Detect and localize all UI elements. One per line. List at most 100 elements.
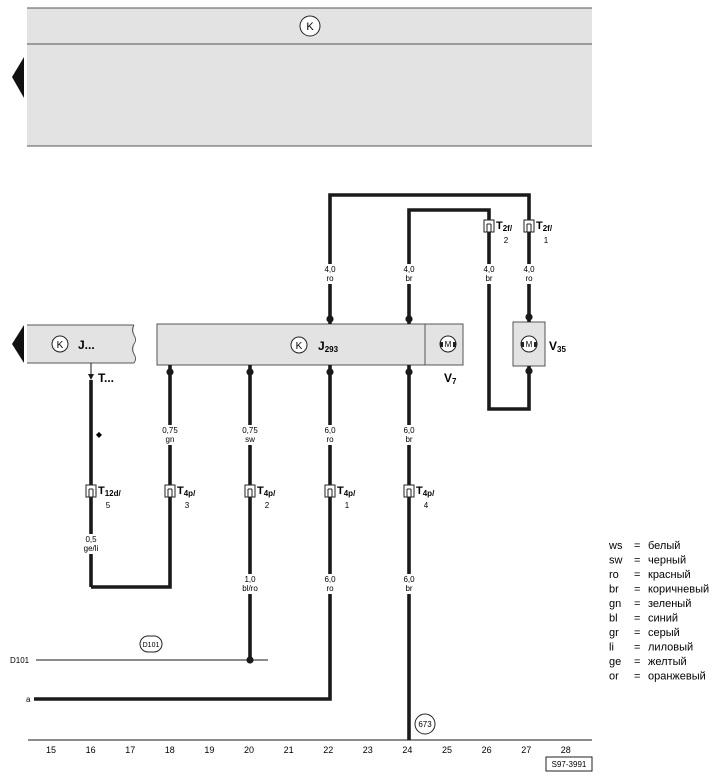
wire-color-label: bl/ro [242, 584, 258, 593]
legend-color-name: белый [648, 540, 680, 552]
legend-eq: = [634, 642, 640, 654]
motor-v7-sub: 7 [452, 377, 457, 386]
connector-6: T4p/1 [324, 484, 356, 510]
left-unit-arrow-icon [12, 325, 24, 363]
axis-number: 21 [284, 745, 294, 755]
wire-color-label: br [405, 584, 412, 593]
motor-v35-symbol: M [526, 340, 533, 349]
axis-number: 23 [363, 745, 373, 755]
d101-line-label: D101 [10, 656, 30, 665]
legend-color-name: коричневый [648, 584, 709, 596]
legend-color-name: оранжевый [648, 671, 706, 683]
wire-color-label: br [485, 274, 492, 283]
connector-pin: 5 [106, 501, 111, 510]
connector-pin: 4 [424, 501, 429, 510]
axis-number: 19 [204, 745, 214, 755]
legend-eq: = [634, 598, 640, 610]
axis-number: 18 [165, 745, 175, 755]
wire-size-label: 0,75 [162, 426, 178, 435]
connector-name: T [98, 485, 105, 497]
svg-text:J293: J293 [318, 339, 339, 354]
connector-2: T2f/1 [523, 219, 553, 245]
connector-name: T [536, 220, 543, 232]
header-symbol: K [306, 21, 314, 33]
wire-color-label: br [405, 274, 412, 283]
legend-eq: = [634, 555, 640, 567]
svg-text:T4p/: T4p/ [337, 485, 356, 498]
axis-number: 24 [402, 745, 412, 755]
connector-sub: 4p/ [344, 489, 356, 498]
connector-1: T2f/2 [483, 219, 513, 245]
wire-size-label: 6,0 [324, 426, 336, 435]
legend-color-name: желтый [648, 656, 687, 668]
wire-color-label: ro [326, 274, 334, 283]
wire-size-label: 1,0 [244, 575, 256, 584]
arrow-down-icon [88, 374, 94, 380]
axis-number: 25 [442, 745, 452, 755]
connector-sub: 4p/ [423, 489, 435, 498]
connector-name: T [257, 485, 264, 497]
wire-color-label: gn [166, 435, 175, 444]
legend-code: gn [609, 598, 621, 610]
legend-color-name: серый [648, 627, 680, 639]
legend-color-name: зеленый [648, 598, 691, 610]
axis-number: 27 [521, 745, 531, 755]
wire-size-label: 0,5 [85, 535, 97, 544]
legend-code: bl [609, 613, 618, 625]
header-arrow-icon [12, 57, 24, 98]
connector-name: T [337, 485, 344, 497]
connector-pin: 2 [504, 236, 509, 245]
axis-number: 17 [125, 745, 135, 755]
connector-5: T4p/2 [244, 484, 276, 510]
header-panel: K [27, 7, 592, 147]
connector-pin: 2 [265, 501, 270, 510]
wire-color-label: ro [326, 584, 334, 593]
legend-eq: = [634, 671, 640, 683]
wire-color-label: ro [326, 435, 334, 444]
connector-pin: 1 [544, 236, 549, 245]
wire-size-label: 4,0 [324, 265, 336, 274]
connector-name: T [416, 485, 423, 497]
wire-size-label: 6,0 [403, 426, 415, 435]
axis-number: 28 [561, 745, 571, 755]
left-unit: K J... [27, 324, 136, 364]
axis-number: 26 [482, 745, 492, 755]
motor-v35: M V35 [512, 321, 566, 367]
wire-size-label: 0,75 [242, 426, 258, 435]
connector-sub: 4p/ [264, 489, 276, 498]
connector-4: T4p/3 [164, 484, 196, 510]
svg-text:V35: V35 [549, 339, 566, 354]
legend-color-name: красный [648, 569, 691, 581]
legend-code: sw [609, 555, 623, 567]
d101-bubble-label: D101 [143, 642, 160, 649]
diamond-marker: ◆ [96, 430, 103, 439]
left-unit-label: J... [78, 338, 95, 352]
d101-bubble: D101 [139, 635, 163, 653]
wire-color-label: ro [525, 274, 533, 283]
axis-number: 22 [323, 745, 333, 755]
legend-color-name: лиловый [648, 642, 693, 654]
connector-7: T4p/4 [403, 484, 435, 510]
svg-text:T12d/: T12d/ [98, 485, 122, 498]
connector-sub: 2f/ [503, 224, 513, 233]
connector-sub: 12d/ [105, 489, 122, 498]
svg-text:V7: V7 [444, 371, 457, 386]
ground-bubble: 673 [414, 713, 436, 735]
legend-eq: = [634, 569, 640, 581]
main-unit-label: J [318, 339, 325, 353]
svg-text:T4p/: T4p/ [416, 485, 435, 498]
wire-color-label: ge/li [84, 544, 99, 553]
legend-eq: = [634, 656, 640, 668]
connector-sub: 4p/ [184, 489, 196, 498]
svg-text:T2f/: T2f/ [496, 220, 513, 233]
legend-eq: = [634, 627, 640, 639]
wire-color-label: sw [245, 435, 255, 444]
svg-text:T2f/: T2f/ [536, 220, 553, 233]
main-unit-sub: 293 [325, 345, 339, 354]
wire-color-label: br [405, 435, 412, 444]
motor-v7-label: V [444, 371, 452, 385]
legend-color-name: черный [648, 555, 686, 567]
figure-code-box: S97-3991 [545, 756, 593, 772]
legend-code: li [609, 642, 614, 654]
left-unit-connector: T... [98, 371, 114, 385]
